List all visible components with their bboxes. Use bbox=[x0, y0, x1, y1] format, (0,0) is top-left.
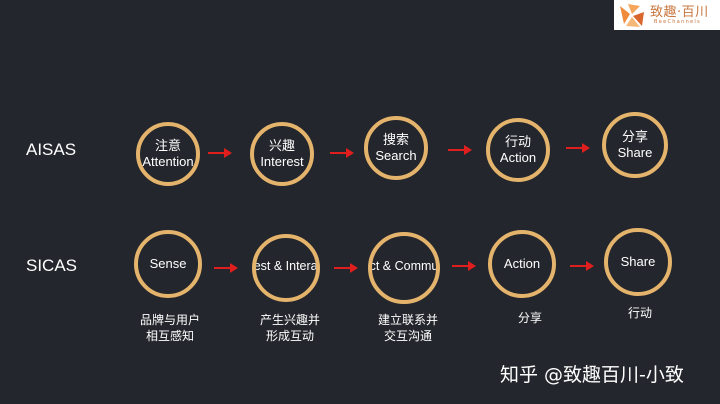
caption-share: 行动 bbox=[627, 306, 652, 320]
arrow-right-icon bbox=[452, 261, 476, 271]
sicas-node-interest-interactive: Interest & Interactive bbox=[252, 234, 320, 302]
arrow-right-icon bbox=[448, 145, 472, 155]
logo-mark-icon bbox=[620, 4, 644, 27]
arrow-right-icon bbox=[334, 263, 358, 273]
aisas-node-interest: 兴趣 Interest bbox=[250, 122, 314, 186]
caption-connect-communicate: 建立联系并 交互沟通 bbox=[377, 313, 438, 343]
aisas-node-attention: 注意 Attention bbox=[136, 122, 200, 186]
sicas-node-share: Share bbox=[604, 228, 672, 296]
logo-name-en: BeeChannels bbox=[654, 19, 702, 25]
watermark: 知乎 @致趣百川-小致 bbox=[500, 364, 684, 386]
sicas-node-action: Action bbox=[488, 230, 556, 298]
row-label-sicas: SICAS bbox=[26, 256, 78, 275]
row-label-aisas: AISAS bbox=[26, 140, 77, 159]
arrow-right-icon bbox=[330, 148, 354, 158]
logo-name-cn: 致趣·百川 bbox=[650, 5, 709, 20]
caption-interest-interactive: 产生兴趣并 形成互动 bbox=[259, 313, 320, 343]
caption-sense: 品牌与用户 相互感知 bbox=[139, 313, 200, 343]
aisas-node-action: 行动 Action bbox=[486, 118, 550, 182]
brand-logo: 致趣·百川 BeeChannels bbox=[614, 0, 720, 30]
arrow-right-icon bbox=[208, 148, 232, 158]
caption-action: 分享 bbox=[517, 311, 542, 325]
aisas-node-search: 搜索 Search bbox=[364, 116, 428, 180]
sicas-node-sense: Sense bbox=[134, 230, 202, 298]
arrow-right-icon bbox=[566, 143, 590, 153]
aisas-node-share: 分享 Share bbox=[602, 112, 668, 178]
arrow-right-icon bbox=[214, 263, 238, 273]
sicas-node-connect-communicate: Connect & Communic ate bbox=[368, 232, 440, 304]
arrow-right-icon bbox=[570, 261, 594, 271]
